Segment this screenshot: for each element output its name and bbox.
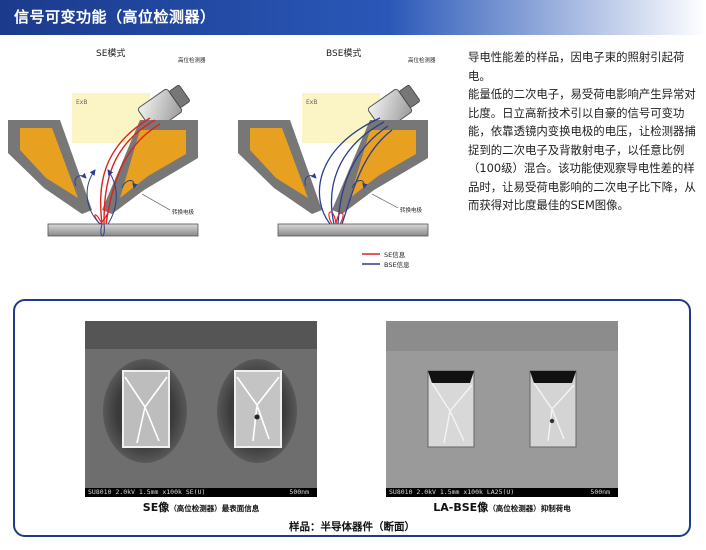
la-bse-caption-main: LA-BSE像 — [433, 501, 489, 514]
description-paragraph-2: 能量低的二次电子，易受荷电影响产生异常对比度。日立高新技术引以自豪的信号可变功能… — [468, 87, 696, 212]
bse-mode-title: BSE模式 — [326, 47, 361, 59]
right-pole-inner — [120, 130, 186, 198]
left-pole-inner — [20, 128, 78, 198]
signal-diagram: SE模式 ExB 高位检测器 — [0, 38, 460, 278]
la-bse-databar-info: SU8010 2.0kV 1.5mm x100k LA25(U) — [389, 488, 515, 496]
se-databar-info: SU8010 2.0kV 1.5mm x100k SE(U) — [88, 488, 206, 496]
electrode-label-bse: 转换电极 — [400, 206, 423, 214]
la-bse-image: SU8010 2.0kV 1.5mm x100k LA25(U) 500nm — [386, 321, 618, 497]
detector-label: 高位检测器 — [178, 56, 206, 64]
right-pole-inner-bse — [350, 130, 416, 198]
se-scale-label: 500nm — [289, 488, 309, 496]
description: 导电性能差的样品，因电子束的照射引起荷电。 能量低的二次电子，易受荷电影响产生异… — [468, 48, 700, 215]
se-databar: SU8010 2.0kV 1.5mm x100k SE(U) 500nm — [85, 488, 317, 497]
se-mode-diagram: SE模式 ExB 高位检测器 — [8, 47, 206, 237]
la-bse-databar: SU8010 2.0kV 1.5mm x100k LA25(U) 500nm — [386, 488, 618, 497]
exb-label-bse: ExB — [306, 99, 317, 106]
bse-mode-diagram: BSE模式 ExB 高位检测器 转换电极 — [238, 47, 436, 269]
sample-label: 样品：半导体器件（断面） — [289, 521, 415, 533]
section-title: 信号可变功能（高位检测器） — [14, 8, 216, 26]
se-image-caption: SE像（高位检测器）最表面信息 — [51, 499, 351, 515]
detector-label-bse: 高位检测器 — [408, 56, 436, 64]
legend: SE信息 BSE信息 — [362, 250, 410, 269]
specimen-stage — [47, 223, 199, 237]
sem-comparison-panel: SU8010 2.0kV 1.5mm x100k SE(U) 500nm SU8… — [13, 299, 691, 537]
la-bse-caption-detail: （高位检测器）抑制荷电 — [488, 504, 571, 513]
section-header: 信号可变功能（高位检测器） — [0, 0, 706, 35]
exb-label: ExB — [76, 99, 87, 106]
legend-bse-label: BSE信息 — [384, 260, 410, 269]
description-paragraph-1: 导电性能差的样品，因电子束的照射引起荷电。 — [468, 50, 685, 83]
la-bse-image-caption: LA-BSE像（高位检测器）抑制荷电 — [352, 499, 652, 515]
la-bse-scale-label: 500nm — [590, 488, 610, 496]
specimen-stage-bse — [277, 223, 429, 237]
electrode-label: 转换电极 — [172, 208, 195, 216]
legend-se-label: SE信息 — [384, 250, 406, 259]
se-mode-title: SE模式 — [96, 47, 125, 59]
se-image: SU8010 2.0kV 1.5mm x100k SE(U) 500nm — [85, 321, 317, 497]
se-caption-detail: （高位检测器）最表面信息 — [169, 504, 260, 513]
left-pole-inner-bse — [250, 128, 308, 198]
se-caption-main: SE像 — [142, 501, 170, 514]
